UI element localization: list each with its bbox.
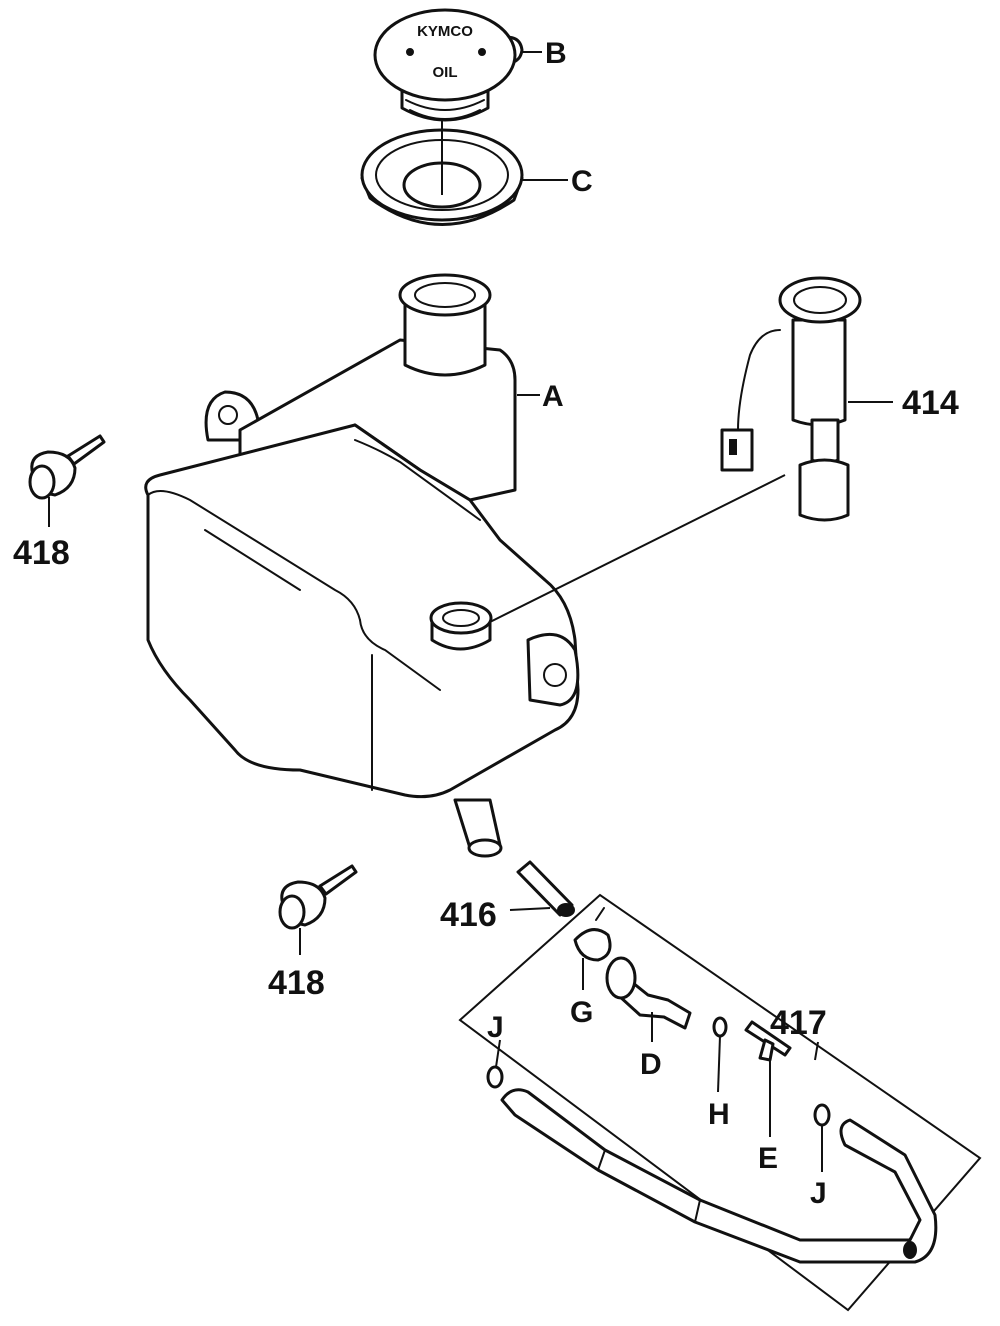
- part-labels: B C A 414 418 418 416 417 G D H E J J: [13, 37, 959, 1210]
- oil-level-sensor: [720, 276, 862, 522]
- oil-tank: [144, 273, 580, 858]
- label-j-left: J: [487, 1011, 504, 1044]
- label-j-right: J: [810, 1177, 827, 1210]
- oil-filler-cap: KYMCO OIL: [373, 8, 524, 122]
- fitting-416: [516, 860, 575, 917]
- label-e: E: [758, 1142, 778, 1175]
- leader-lines: [48, 51, 893, 1172]
- label-b: B: [545, 37, 567, 70]
- bolt-418-top: [28, 434, 106, 500]
- label-d: D: [640, 1048, 662, 1081]
- label-a: A: [542, 380, 564, 413]
- cap-brand-text: KYMCO: [417, 23, 473, 40]
- bolt-418-bottom: [278, 864, 358, 930]
- label-414: 414: [902, 384, 959, 422]
- label-c: C: [571, 165, 593, 198]
- label-g: G: [570, 996, 593, 1029]
- filler-seal-ring: [360, 120, 524, 226]
- label-417: 417: [770, 1004, 827, 1042]
- label-h: H: [708, 1098, 730, 1131]
- cap-oil-text: OIL: [433, 64, 458, 81]
- hose-kit-417: [458, 893, 982, 1312]
- label-418-top: 418: [13, 534, 70, 572]
- label-418-bottom: 418: [268, 964, 325, 1002]
- label-416: 416: [440, 896, 497, 934]
